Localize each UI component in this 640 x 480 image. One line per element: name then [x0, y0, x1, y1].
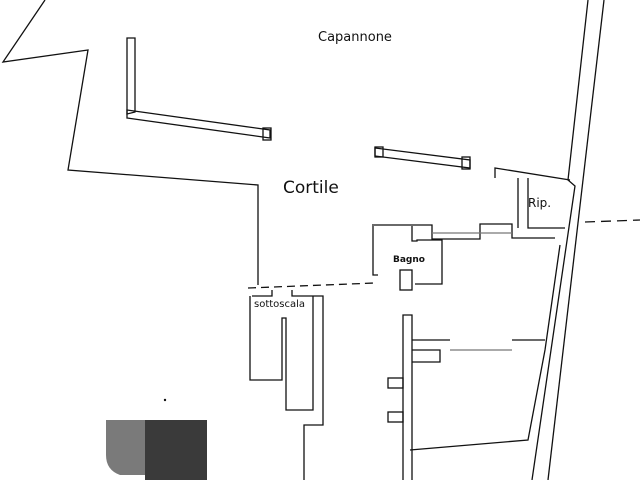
wall — [494, 167, 571, 181]
right-wall-outer — [547, 0, 605, 480]
property-line — [247, 282, 376, 289]
property-line-right — [584, 219, 640, 223]
wall — [372, 223, 555, 240]
wall — [412, 349, 441, 363]
window — [374, 147, 471, 169]
room-label-bagno: Bagno — [393, 255, 425, 265]
window-end — [374, 146, 384, 158]
window-end — [461, 156, 471, 170]
pillar — [387, 377, 404, 389]
stair-walls — [249, 296, 314, 411]
room-label-sottoscala: sottoscala — [254, 299, 306, 310]
room-label-cortile: Cortile — [283, 178, 339, 198]
right-wall-inner2 — [409, 244, 561, 451]
bagno-fixture — [399, 269, 413, 291]
window — [126, 109, 271, 139]
stair-walls — [252, 290, 273, 297]
courtyard-boundary — [1, 0, 259, 285]
room-label-ripostiglio: Rip. — [528, 196, 552, 210]
right-wall-inner — [531, 0, 589, 480]
pillar — [387, 411, 404, 423]
bagno-walls — [372, 226, 378, 276]
room-label-capannone: Capannone — [318, 30, 392, 45]
color-swatch — [106, 420, 207, 480]
stair-walls — [291, 290, 324, 480]
window-end — [262, 127, 272, 141]
wall-segment — [126, 37, 136, 115]
rip-room — [527, 178, 565, 229]
bagno-walls — [411, 226, 443, 285]
marker-dot — [163, 398, 167, 402]
wall — [402, 314, 413, 480]
